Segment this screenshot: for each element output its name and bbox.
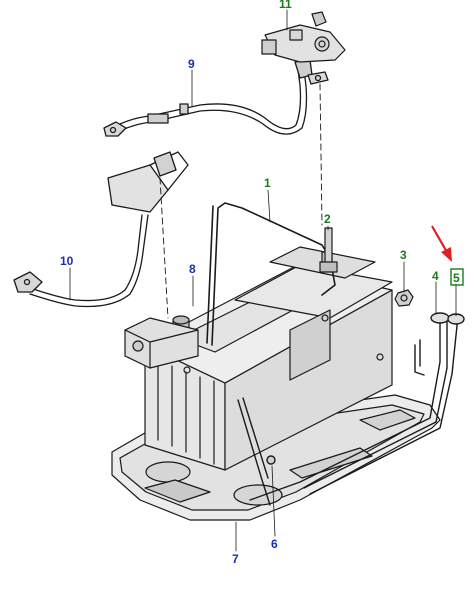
front-strap [237, 397, 276, 506]
positive-cable [103, 59, 329, 137]
callout-3: 3 [400, 248, 407, 262]
callout-2: 2 [324, 212, 331, 226]
callout-1: 1 [264, 176, 271, 190]
callout-10: 10 [60, 254, 74, 268]
support-rods [249, 312, 465, 501]
highlight-box [450, 268, 464, 286]
clamp-bolt [319, 227, 338, 273]
callout-8: 8 [189, 262, 196, 276]
callout-9: 9 [188, 57, 195, 71]
callout-7: 7 [232, 552, 239, 566]
callout-6: 6 [271, 537, 278, 551]
negative-cable [13, 151, 189, 308]
callout-labels: 11 9 1 10 2 8 3 4 5 6 7 [60, 0, 460, 566]
hold-down-bracket [206, 202, 336, 346]
battery-distribution-box [261, 11, 346, 63]
nut [394, 289, 414, 307]
callout-5: 5 [453, 271, 460, 285]
leader-lines [69, 9, 457, 552]
battery [144, 246, 393, 471]
negative-terminal-cover [124, 317, 199, 369]
callout-11: 11 [279, 0, 292, 11]
red-arrow-icon [431, 225, 452, 262]
alignment-guides [159, 83, 323, 319]
callout-4: 4 [432, 269, 439, 283]
